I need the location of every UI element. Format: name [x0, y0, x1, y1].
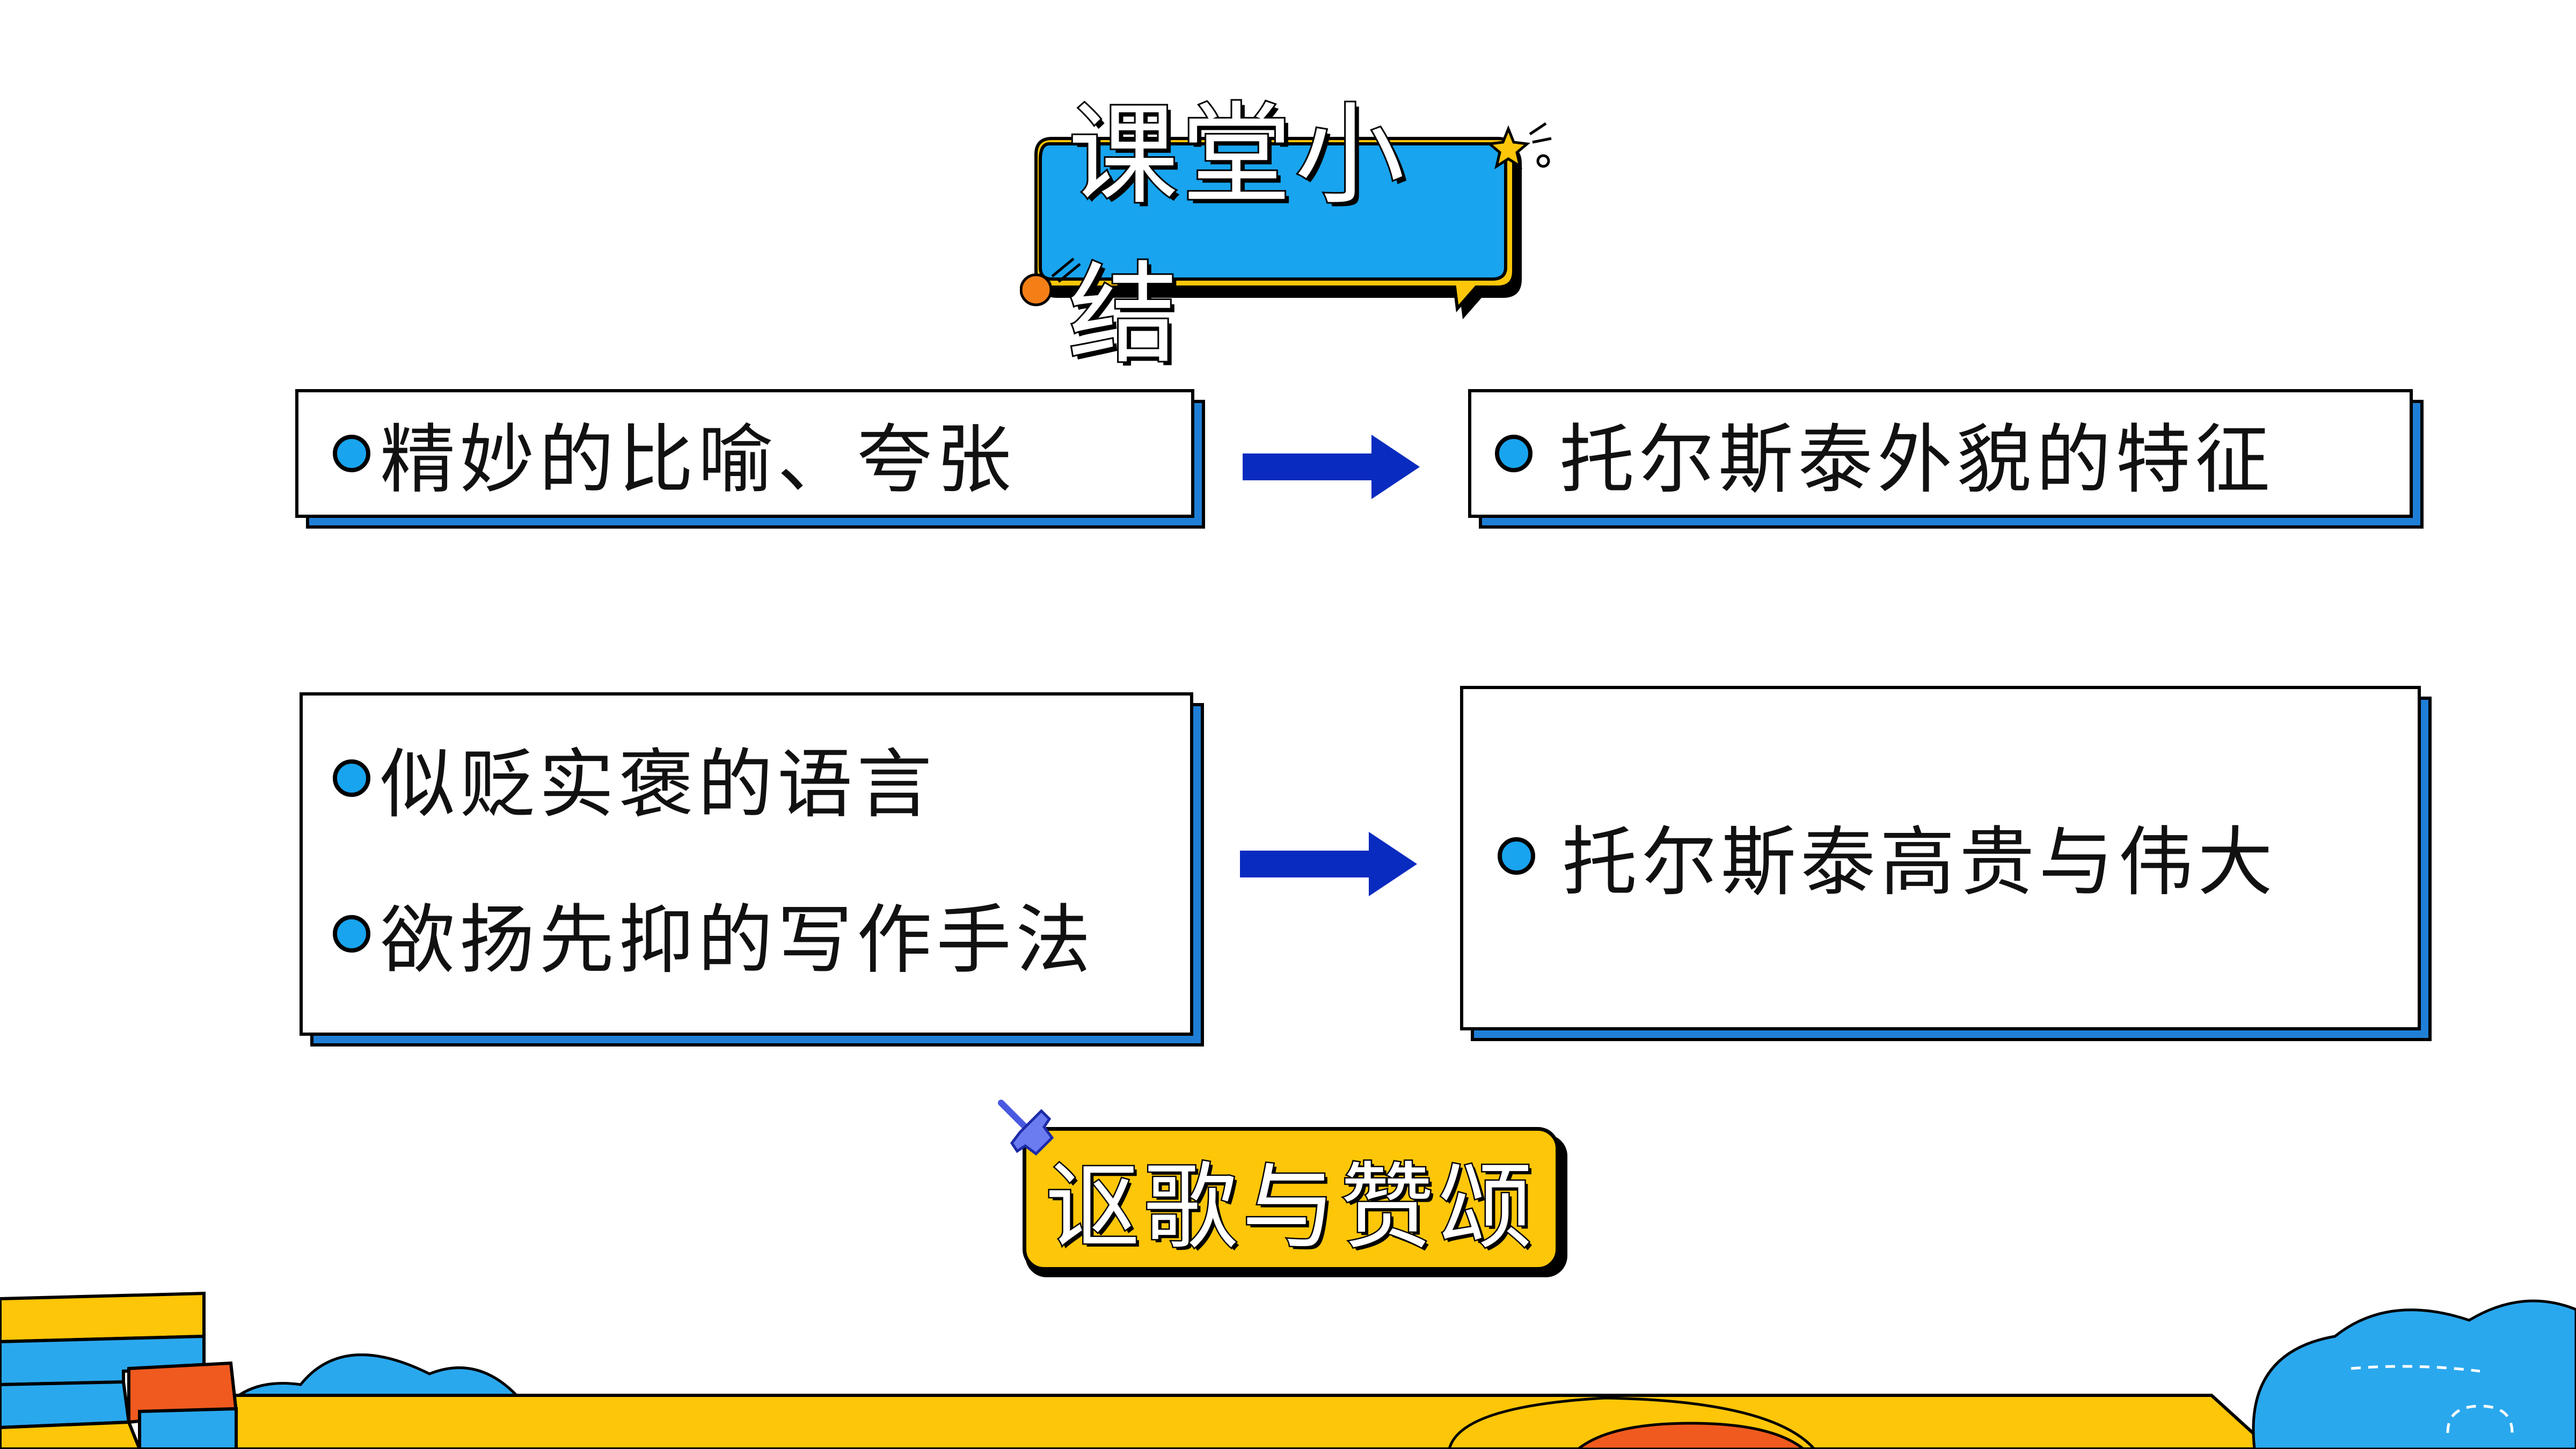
effect-item: 托尔斯泰外貌的特征: [1495, 413, 2274, 504]
bullet-dot: [333, 435, 370, 472]
technique-text: 欲扬先抑的写作手法: [380, 897, 1096, 984]
bullet-dot: [1498, 837, 1535, 875]
title-bubble: [1020, 137, 1522, 319]
effect-item: 托尔斯泰高贵与伟大: [1498, 816, 2277, 906]
technique-box-2: [300, 692, 1193, 1036]
technique-item: 精妙的比喻、夸张: [333, 413, 1016, 504]
technique-text: 精妙的比喻、夸张: [380, 416, 1016, 504]
star-sparkle-icon: [1486, 122, 1552, 170]
conclusion-text: 讴歌与赞颂: [1044, 1152, 1537, 1263]
technique-item: 似贬实褒的语言: [333, 738, 936, 829]
bottom-decoration: [0, 1291, 2576, 1449]
arrow-right-icon: [1240, 832, 1417, 896]
effect-box-1: [1468, 389, 2413, 518]
effect-text: 托尔斯泰高贵与伟大: [1562, 819, 2278, 906]
technique-box-1: [295, 389, 1194, 518]
effect-box-2: [1460, 686, 2421, 1030]
bullet-dot: [1495, 435, 1533, 472]
bullet-dot: [333, 759, 370, 797]
technique-item: 欲扬先抑的写作手法: [333, 894, 1095, 984]
effect-text: 托尔斯泰外貌的特征: [1559, 416, 2275, 504]
bullet-dot: [333, 915, 370, 953]
pushpin-icon: [998, 1100, 1054, 1156]
conclusion-badge: [1023, 1127, 1559, 1271]
page-title: 课堂小结: [1067, 90, 1408, 380]
arrow-right-icon: [1243, 435, 1420, 499]
technique-text: 似贬实褒的语言: [380, 741, 937, 829]
